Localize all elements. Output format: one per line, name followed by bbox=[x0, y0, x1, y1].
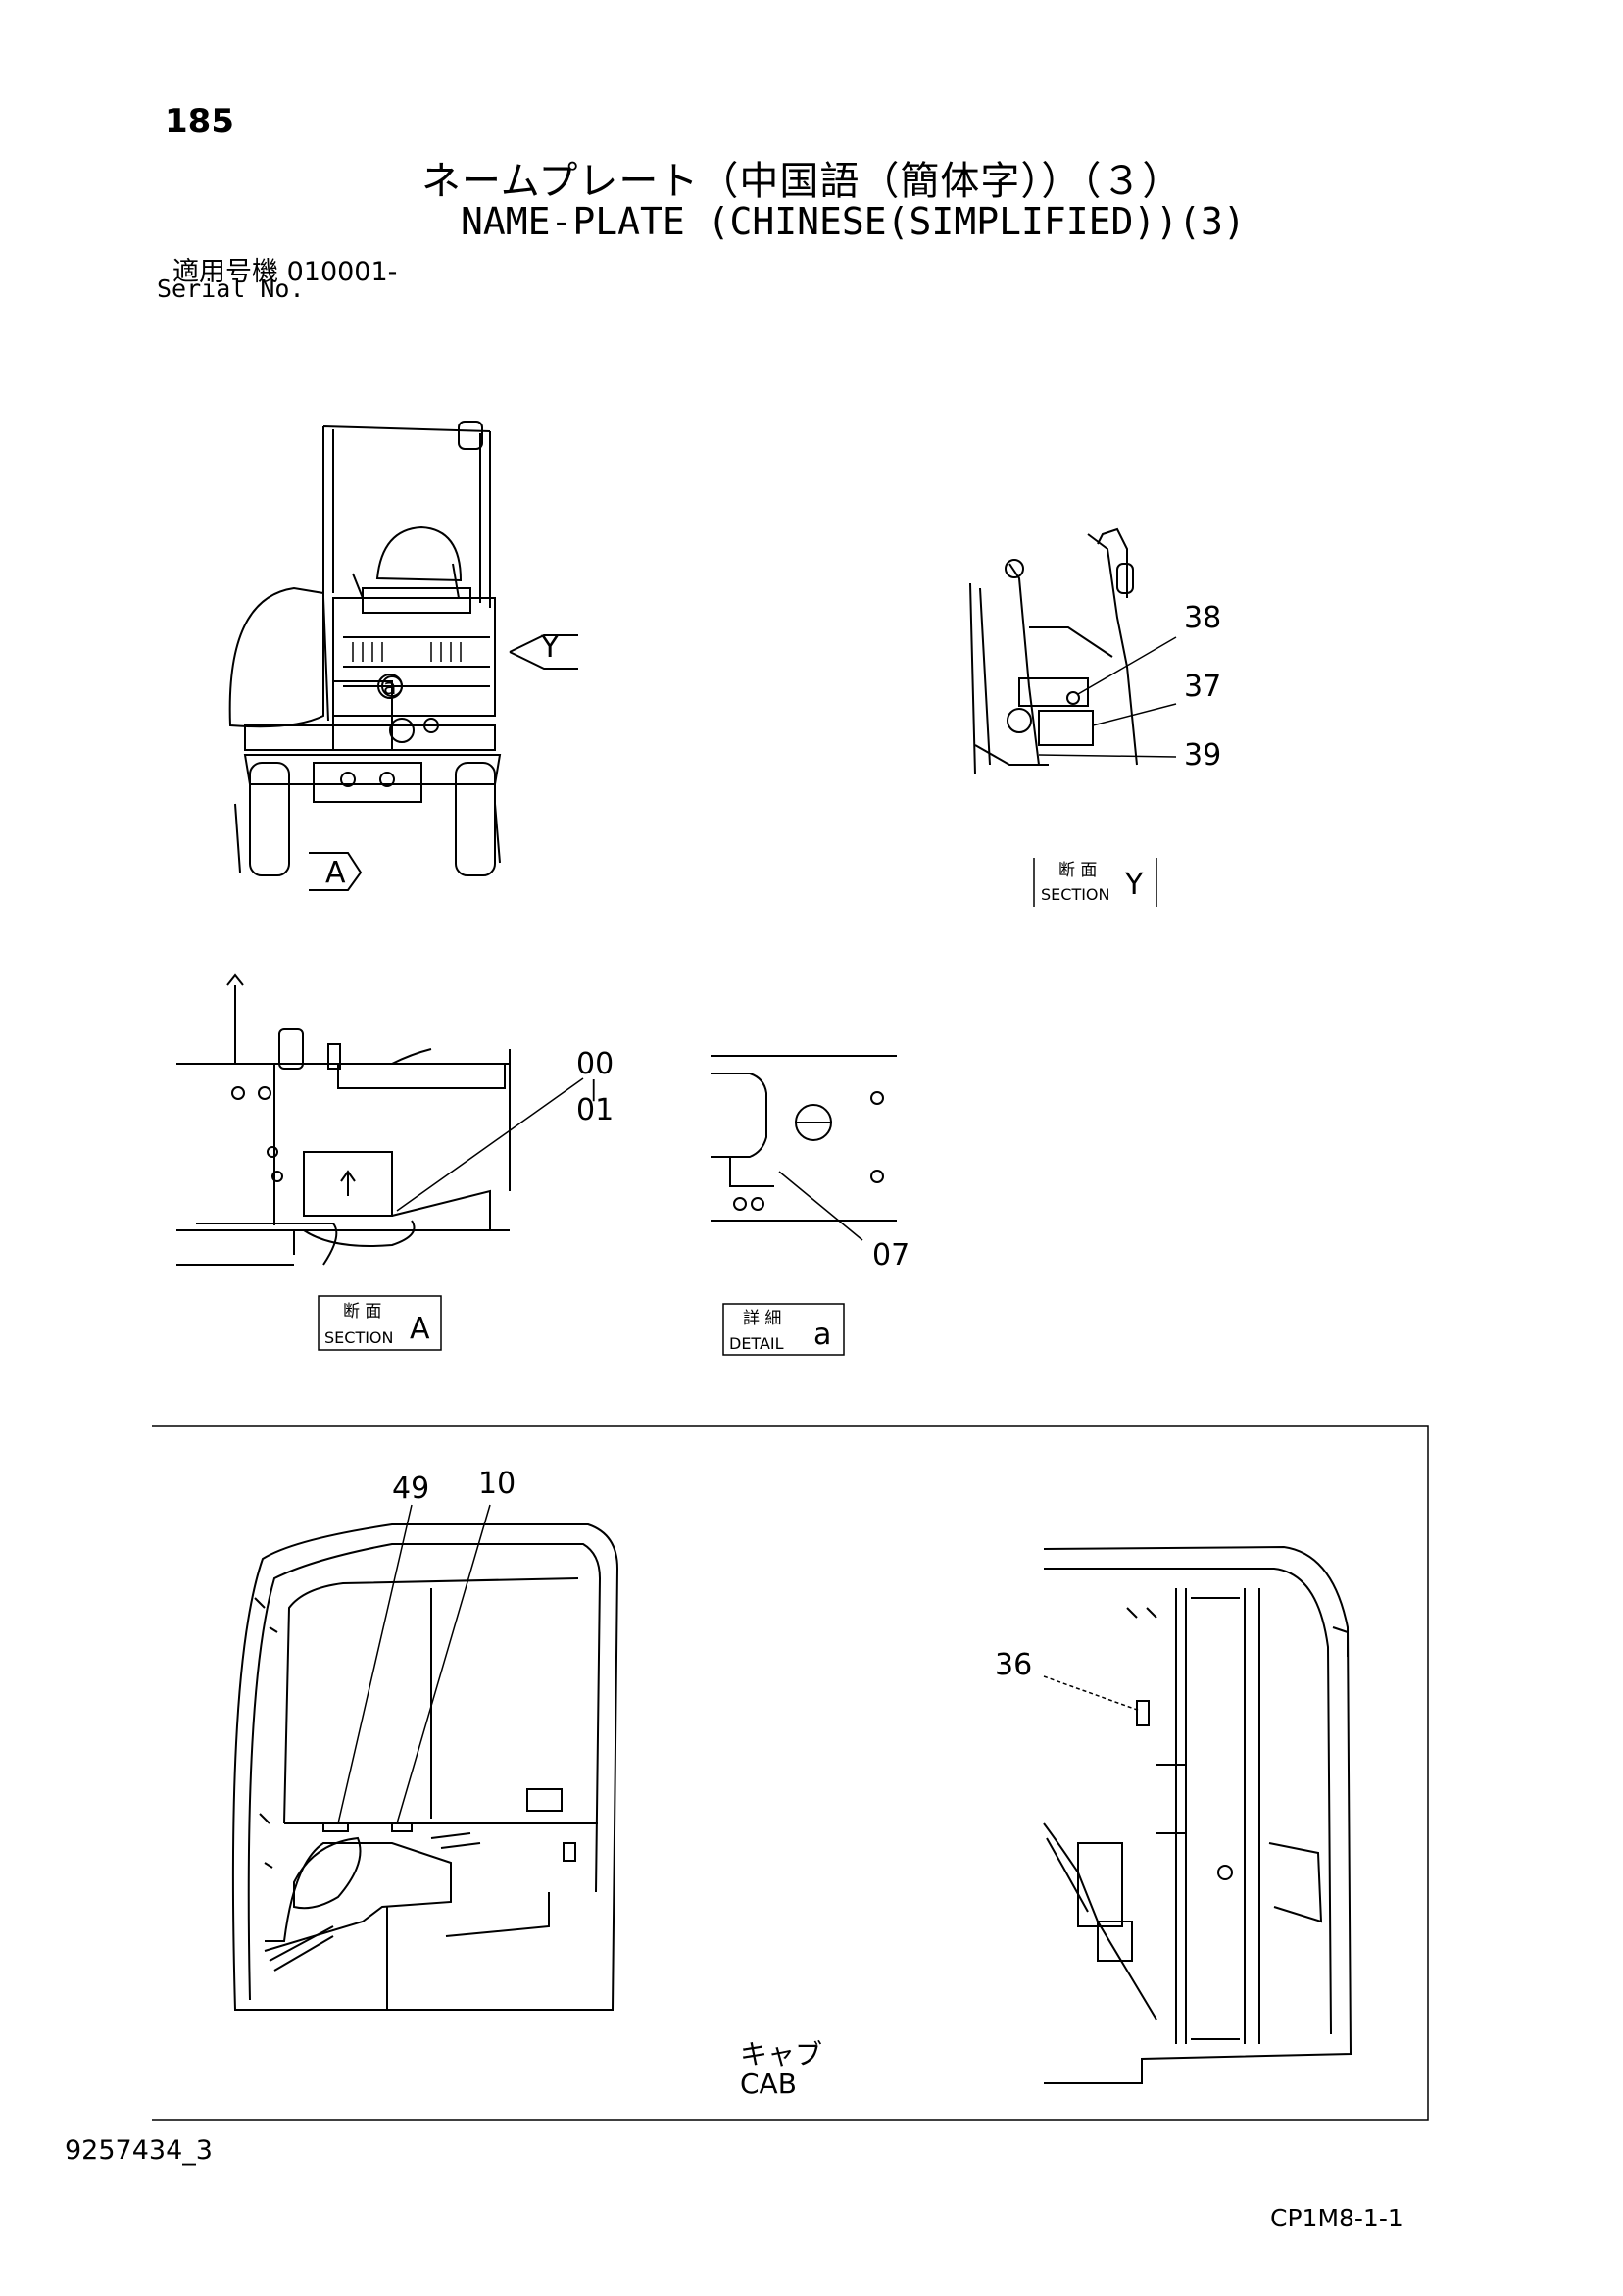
callout-01: 01 bbox=[576, 1093, 614, 1127]
cab-label-japanese: キャブ bbox=[740, 2038, 822, 2071]
serial-label-english: Serial No. bbox=[157, 275, 305, 303]
svg-text:DETAIL: DETAIL bbox=[729, 1334, 784, 1353]
detail-a-drawing bbox=[711, 1055, 897, 1241]
section-y-label: 断 面 SECTION Y bbox=[1033, 858, 1157, 907]
callout-10: 10 bbox=[478, 1467, 516, 1501]
callout-37: 37 bbox=[1184, 670, 1221, 704]
section-a-label: 断 面 SECTION A bbox=[318, 1295, 442, 1351]
section-y-drawing bbox=[969, 527, 1177, 775]
svg-text:詳 細: 詳 細 bbox=[743, 1309, 781, 1328]
page-number: 185 bbox=[165, 102, 234, 141]
callout-36: 36 bbox=[995, 1648, 1032, 1682]
callout-49: 49 bbox=[392, 1472, 429, 1506]
title-english: NAME-PLATE (CHINESE(SIMPLIFIED))(3) bbox=[461, 200, 1246, 243]
page-code: CP1M8-1-1 bbox=[1270, 2204, 1403, 2232]
svg-text:SECTION: SECTION bbox=[1041, 885, 1110, 904]
svg-text:SECTION: SECTION bbox=[324, 1328, 394, 1347]
section-a-drawing bbox=[176, 973, 584, 1266]
callout-00: 00 bbox=[576, 1047, 614, 1081]
callout-39: 39 bbox=[1184, 738, 1221, 773]
callout-38: 38 bbox=[1184, 601, 1221, 635]
detail-a-marker-label: a bbox=[383, 675, 396, 700]
view-arrow-y-label: Y bbox=[540, 630, 560, 665]
view-arrow-a-label: A bbox=[325, 856, 346, 890]
cab-right-view bbox=[1043, 1545, 1352, 2084]
callout-range-dash: | bbox=[590, 1077, 597, 1102]
serial-label-japanese: 適用号機 010001- bbox=[172, 257, 398, 287]
callout-07: 07 bbox=[872, 1238, 910, 1273]
svg-text:a: a bbox=[813, 1318, 831, 1352]
cab-left-view bbox=[231, 1504, 619, 2011]
cab-frame-border bbox=[152, 1425, 1429, 2121]
svg-text:A: A bbox=[410, 1312, 430, 1346]
cab-label-english: CAB bbox=[740, 2068, 797, 2100]
svg-text:Y: Y bbox=[1124, 868, 1144, 902]
document-id: 9257434_3 bbox=[65, 2135, 213, 2166]
title-japanese: ネームプレート（中国語（簡体字））（３） bbox=[421, 159, 1183, 204]
svg-text:断 面: 断 面 bbox=[343, 1302, 381, 1322]
detail-a-marker-circle bbox=[377, 674, 403, 699]
svg-text:断 面: 断 面 bbox=[1058, 861, 1097, 880]
detail-a-label: 詳 細 DETAIL a bbox=[722, 1303, 845, 1356]
machine-rear-view bbox=[228, 421, 578, 891]
